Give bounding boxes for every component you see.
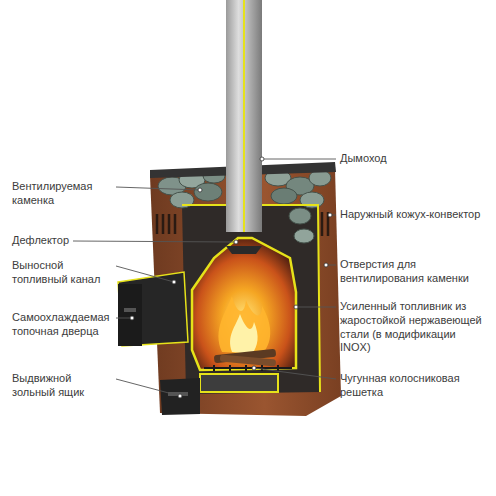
leader-dot xyxy=(198,188,202,192)
leader-dot xyxy=(172,280,176,284)
leader-dot xyxy=(234,240,238,244)
part-label: Выносной топливный канал xyxy=(12,259,112,287)
part-label: Чугунная колосниковая решетка xyxy=(340,372,485,400)
leader-line xyxy=(254,368,336,379)
part-label: Наружный кожух-конвектор xyxy=(340,208,480,222)
leader-line xyxy=(262,159,336,160)
leader-dot xyxy=(130,316,134,320)
leader-dot xyxy=(328,213,332,217)
leader-dot xyxy=(294,305,298,309)
leader-dot xyxy=(324,263,328,267)
leader-line xyxy=(116,266,174,282)
part-label: Дымоход xyxy=(340,152,387,166)
part-label: Выдвижной зольный ящик xyxy=(12,372,112,400)
part-label: Усиленный топливник из жаростойкой нержа… xyxy=(340,300,485,355)
part-label: Отверстия для вентилирования каменки xyxy=(340,258,485,286)
leader-line xyxy=(296,307,336,308)
leader-dot xyxy=(178,394,182,398)
part-label: Вентилируемая каменка xyxy=(12,180,112,208)
part-label: Самоохлаждаемая топочная дверца xyxy=(12,311,112,339)
leader-line xyxy=(116,379,180,396)
leader-dot xyxy=(252,366,256,370)
leader-dot xyxy=(260,157,264,161)
part-label: Дефлектор xyxy=(12,234,69,248)
leader-line xyxy=(116,187,200,190)
leader-line xyxy=(73,241,236,242)
